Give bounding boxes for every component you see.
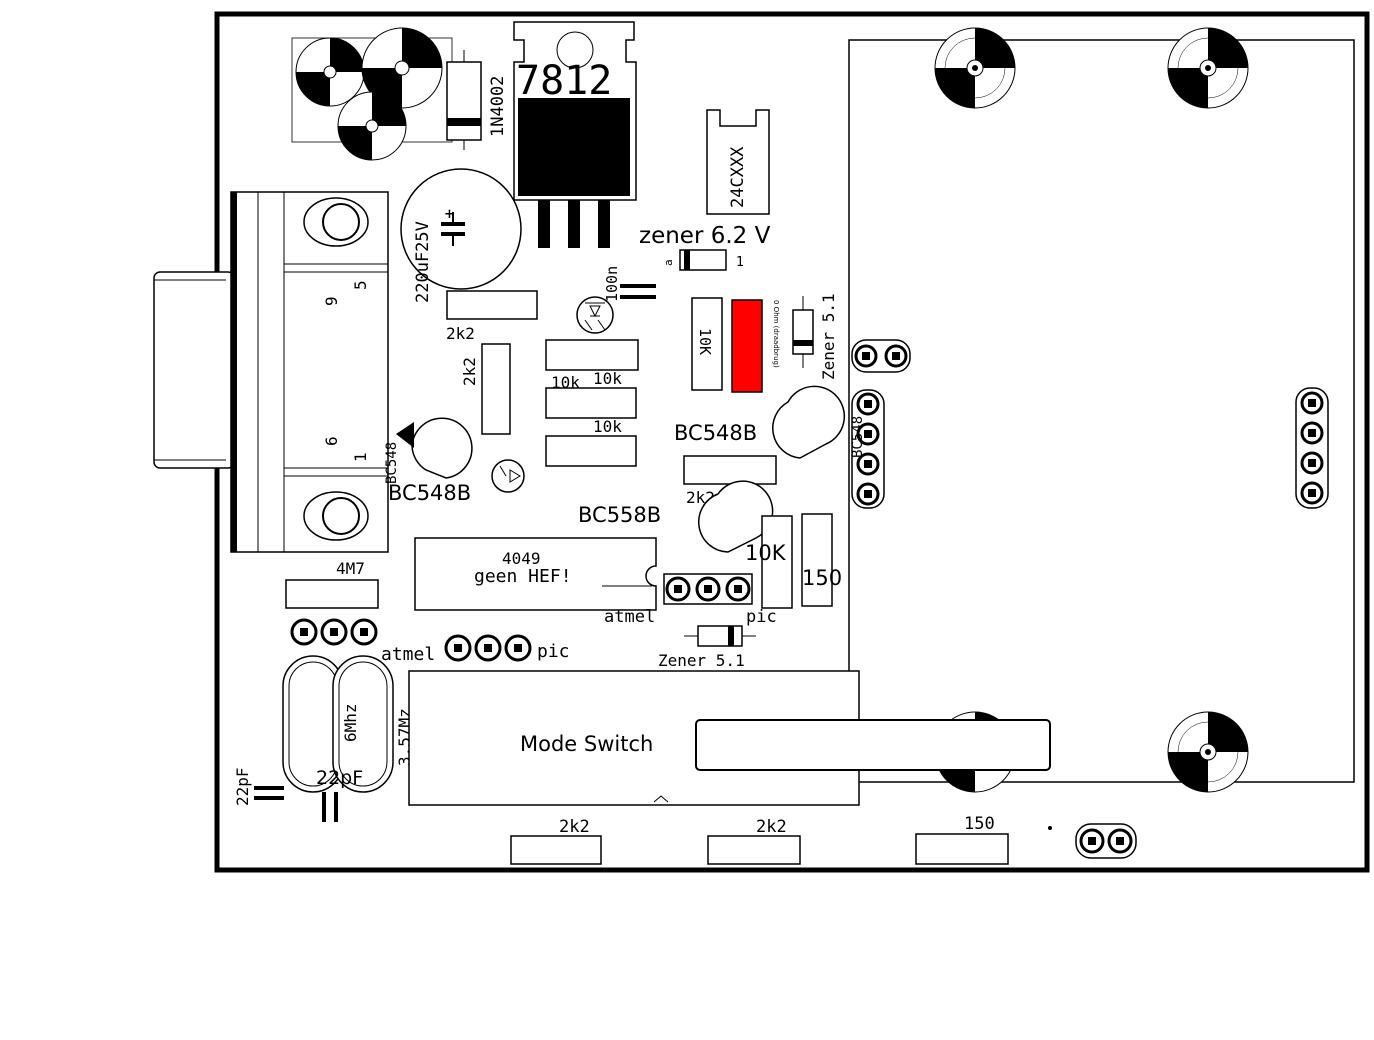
resistor-2k2-b xyxy=(481,343,511,435)
label-pin1: 1 xyxy=(351,452,370,462)
diode-1n4002 xyxy=(446,50,482,150)
transistor-bc548-left-mark xyxy=(396,422,414,448)
header-2pin-bottom xyxy=(1075,823,1137,859)
resistor-10k-a xyxy=(545,339,639,371)
label-4m7: 4M7 xyxy=(336,559,365,578)
resistor-2k2-bottom-2 xyxy=(707,835,801,865)
capacitor-100n xyxy=(620,284,656,299)
label-1n4002: 1N4002 xyxy=(488,76,508,137)
crystal-357mhz xyxy=(332,655,394,793)
transistor-bc548-left xyxy=(411,417,473,479)
resistor-10k-d xyxy=(691,297,723,391)
capacitor-220uf: + xyxy=(400,168,522,290)
label-atmel-2: atmel xyxy=(381,644,435,665)
label-bc548b-right: BC548B xyxy=(674,421,757,445)
resistor-150-a xyxy=(801,513,833,607)
label-10k-b: 10k xyxy=(593,369,622,388)
label-100n: 100n xyxy=(603,266,621,302)
resistor-10k-e xyxy=(761,515,793,609)
label-pic-2: pic xyxy=(537,641,570,662)
resistor-2k2-bottom-1 xyxy=(510,835,602,865)
resistor-0ohm xyxy=(731,299,763,393)
led-1 xyxy=(576,296,614,334)
led-2 xyxy=(491,459,525,493)
label-geen-hef: geen HEF! xyxy=(474,566,572,587)
crystal-6mhz xyxy=(282,655,344,793)
label-mode-switch: Mode Switch xyxy=(520,732,653,756)
zener-51-top xyxy=(792,296,814,368)
label-150-bottom: 150 xyxy=(964,814,995,834)
label-24cxxx: 24CXXX xyxy=(728,146,748,208)
mounting-holes xyxy=(934,27,1249,793)
label-2k2-bottom-1: 2k2 xyxy=(559,817,590,837)
label-150-a: 150 xyxy=(802,566,842,590)
via-dot xyxy=(1048,826,1052,830)
transistor-bc548b-right xyxy=(771,385,846,459)
label-pin9: 9 xyxy=(322,296,341,306)
header-4pin-a xyxy=(851,389,885,509)
label-zener-51-bottom: Zener 5.1 xyxy=(658,651,745,670)
label-bc558b: BC558B xyxy=(578,503,661,527)
power-jack-pads xyxy=(295,27,443,161)
label-22pf-1: 22pF xyxy=(233,767,252,806)
capacitor-22pf-1 xyxy=(254,786,284,800)
label-0ohm: 0 Ohm (draadbrug) xyxy=(772,300,780,368)
resistor-10k-b xyxy=(545,387,637,419)
label-6mhz: 6Mhz xyxy=(341,703,360,742)
label-22pf-2: 22pF xyxy=(316,767,363,789)
label-bc548-side2: BC548 xyxy=(850,416,866,458)
mode-switch-slider[interactable] xyxy=(695,719,1051,771)
label-2k2-a: 2k2 xyxy=(446,324,475,343)
ic-4049 xyxy=(414,537,657,611)
label-bc548b-left: BC548B xyxy=(388,481,471,505)
db9-connector xyxy=(153,191,389,553)
header-atmel-pic-2 xyxy=(444,634,532,662)
card-area xyxy=(848,39,1355,783)
label-atmel-1: atmel xyxy=(604,607,655,627)
label-2k2-b: 2k2 xyxy=(460,357,479,386)
resistor-2k2-a xyxy=(446,290,538,320)
label-bc548-side: BC548 xyxy=(384,442,400,484)
capacitor-22pf-2 xyxy=(322,792,338,822)
label-diode-a: a xyxy=(662,259,675,266)
transistor-bc558b xyxy=(698,480,774,553)
resistor-150-bottom xyxy=(915,833,1009,865)
label-2k2-bottom-2: 2k2 xyxy=(756,817,787,837)
header-2pin-a xyxy=(851,339,911,373)
mode-switch-notch xyxy=(653,795,669,803)
label-10k-c: 10k xyxy=(593,417,622,436)
label-220uf: 220uF25V xyxy=(413,221,433,303)
svg-text:+: + xyxy=(444,207,455,222)
eeprom-24cxxx xyxy=(706,109,770,215)
label-10k-d: 10K xyxy=(696,328,714,355)
regulator-7812 xyxy=(513,21,637,248)
label-zener-51-top: Zener 5.1 xyxy=(819,293,838,380)
header-atmel-pic-1 xyxy=(663,573,753,605)
label-7812: 7812 xyxy=(516,58,612,104)
label-pin5: 5 xyxy=(351,280,370,290)
zener-51-bottom xyxy=(684,625,756,647)
label-4049: 4049 xyxy=(502,549,541,568)
label-pic-1: pic xyxy=(746,607,777,627)
label-10k-e: 10K xyxy=(745,541,787,565)
header-3pin-left xyxy=(290,618,378,646)
resistor-10k-c xyxy=(545,435,637,467)
label-zener-6v2: zener 6.2 V xyxy=(639,223,771,249)
zener-6v2 xyxy=(679,249,727,271)
label-diode-1: 1 xyxy=(736,255,744,270)
label-pin6: 6 xyxy=(322,436,341,446)
resistor-2k2-c xyxy=(683,455,777,485)
label-10k-a: 10k xyxy=(551,373,580,392)
header-4pin-b xyxy=(1295,387,1329,509)
resistor-4m7 xyxy=(285,579,379,609)
